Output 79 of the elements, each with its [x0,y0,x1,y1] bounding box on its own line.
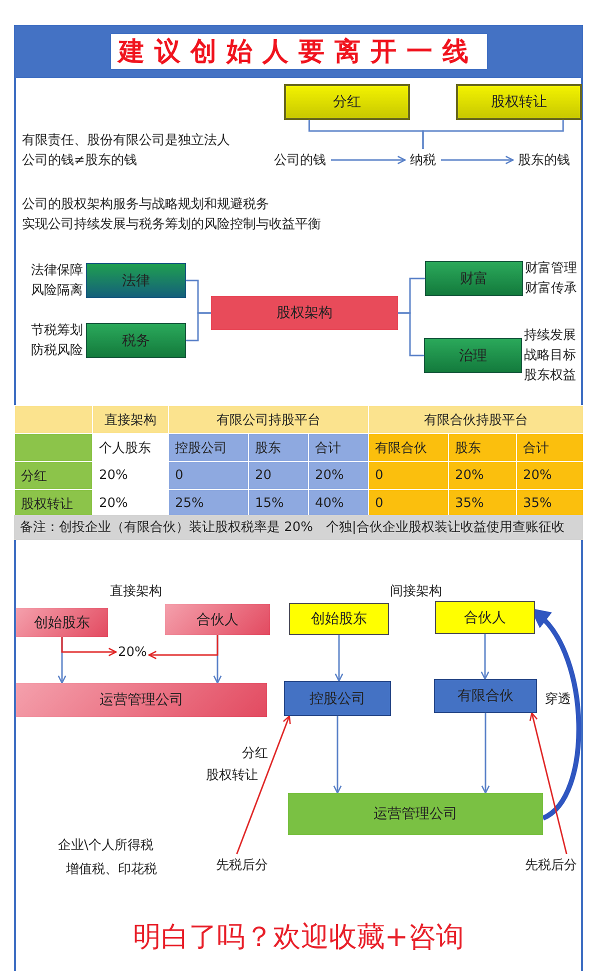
arrow [441,156,514,164]
table-cell: 有限合伙 [368,434,448,462]
flow-text: 分红 [242,745,268,762]
flow-text: 股东的钱 [518,151,570,169]
central-box [211,296,398,330]
table-cell: 有限公司持股平台 [168,406,368,434]
table-cell: 20% [448,462,516,490]
title-text: 建议创始人要离开一线 [110,34,486,69]
side-note: 财富管理 财富传承 [525,260,577,298]
box-label: 创始股东 [34,614,90,632]
body-text: 实现公司持续发展与税务筹划的风险控制与收益平衡 [22,216,321,233]
arrow [331,156,406,164]
arrow [529,712,568,854]
arrow [148,635,218,660]
arrow [334,635,344,682]
category-box [456,84,582,120]
section-heading: 直接架构 [110,583,162,600]
shareholder-box [435,601,535,634]
arrow [236,715,291,854]
company-box [16,683,267,717]
table-cell: 20% [308,462,368,490]
table-cell: 股东 [248,434,308,462]
table-cell: 直接架构 [92,406,168,434]
box-label: 创始股东 [311,610,367,628]
box-label: 法律 [122,272,150,290]
table-cell: 0 [368,462,448,490]
tax-note: 企业\个人所得税 [58,837,154,854]
arrow [481,713,490,794]
edge-label: 穿透 [545,691,571,708]
note-text: 备注：创投企业（有限合伙）装让股权税率是 20% 个独|合伙企业股权装让收益使用查账征收 [14,515,583,540]
box-label: 合伙人 [196,610,238,628]
box-label: 有限合伙 [458,687,514,705]
holding-box [284,681,391,716]
flow-text: 纳税 [410,151,436,169]
table-cell: 合计 [308,434,368,462]
shareholder-box [16,608,108,637]
table-cell: 有限合伙持股平台 [368,406,584,434]
table-cell: 控股公司 [168,434,248,462]
box-label: 财富 [460,270,488,288]
tax-note: 先税后分 [525,856,577,874]
arrow [480,634,490,680]
side-note: 持续发展 战略目标 股东权益 [524,326,576,384]
category-box [284,84,410,120]
box-label: 控股公司 [310,690,366,708]
box-label: 股权架构 [276,304,332,322]
body-text: 公司的股权架构服务与战略规划和规避税务 [22,196,269,213]
table-cell: 股东 [448,434,516,462]
connector-line [186,312,211,342]
table-cell: 20% [516,462,584,490]
box-label: 治理 [459,346,487,364]
tax-note: 先税后分 [216,856,268,874]
section-heading: 间接架构 [390,583,442,600]
tax-note: 增值税、印花税 [66,861,157,878]
shareholder-box [289,603,389,635]
table-cell: 0 [168,462,248,490]
body-text: 公司的钱≠股东的钱 [22,152,137,169]
shareholder-box [165,604,270,635]
side-note: 节税筹划 防税风险 [31,322,83,360]
table-cell: 20 [248,462,308,490]
company-box [288,793,543,835]
box-label: 税务 [122,332,150,350]
side-note: 法律保障 风险隔离 [31,262,83,300]
box-label: 分红 [333,93,361,111]
body-text: 有限责任、股份有限公司是独立法人 [22,132,230,149]
rate-text: 20% [118,645,147,660]
arrow [333,716,342,794]
flow-text: 股权转让 [206,767,258,784]
box-label: 运营管理公司 [100,691,184,709]
flow-text: 公司的钱 [274,151,326,169]
closing-text: 明白了吗？欢迎收藏+咨询 [132,919,466,955]
connector-line [422,120,564,149]
arrow [61,637,117,656]
table-cell: 分红 [14,462,92,490]
box-label: 股权转让 [491,93,547,111]
table-cell: 合计 [516,434,584,462]
holding-box [434,679,537,713]
connector-line [398,312,424,356]
box-label: 运营管理公司 [374,805,458,823]
box-label: 合伙人 [464,608,506,626]
